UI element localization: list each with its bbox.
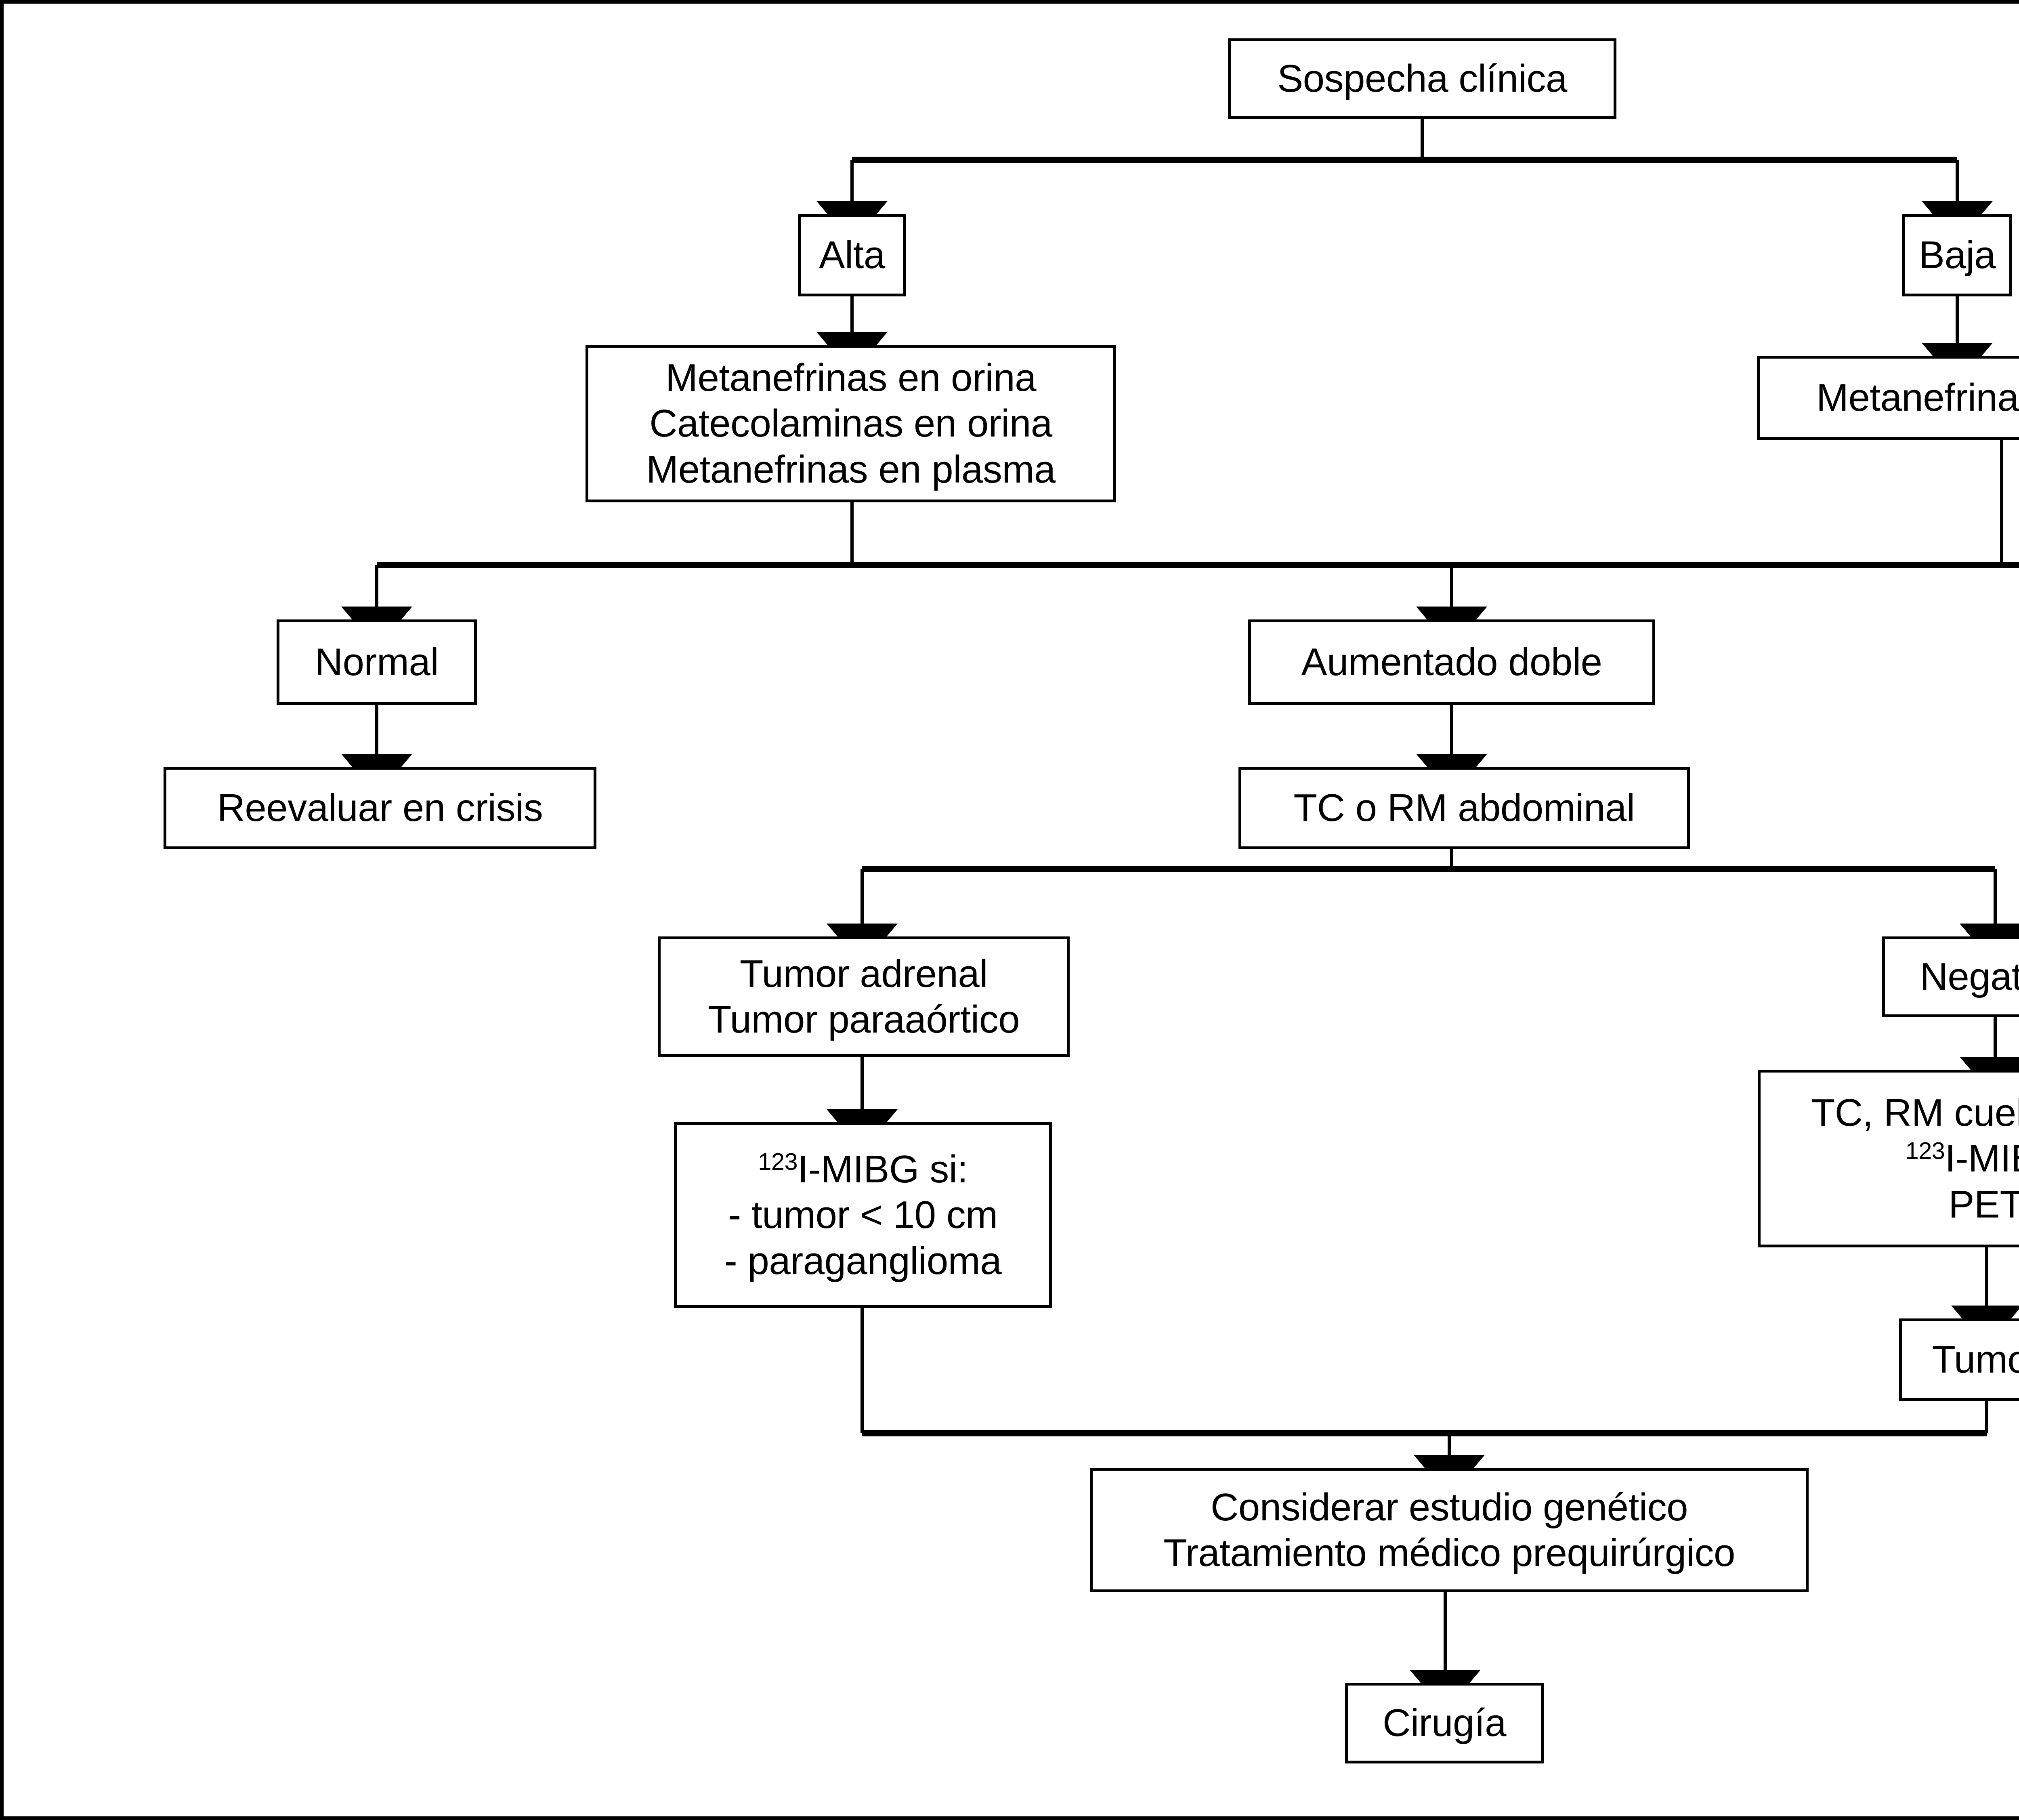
node-normal-izquierda[interactable]: Normal	[277, 619, 477, 705]
node-reevaluar-en-crisis[interactable]: Reevaluar en crisis	[164, 767, 596, 849]
node-label: Tumor	[1932, 1338, 2019, 1381]
node-considerar-estudio-genetico[interactable]: Considerar estudio genético Tratamiento …	[1090, 1468, 1809, 1592]
node-label-line-2: 123I-MIBG	[1905, 1137, 2019, 1180]
node-label-line-1: Tumor adrenal	[739, 952, 988, 995]
node-negativo[interactable]: Negativo	[1882, 936, 2019, 1017]
node-label: Reevaluar en crisis	[217, 786, 543, 830]
node-label: Sospecha clínica	[1277, 57, 1567, 101]
node-label: Baja	[1918, 233, 1996, 277]
node-label: TC o RM abdominal	[1293, 786, 1635, 830]
node-label-line-2: Catecolaminas en orina	[649, 402, 1052, 445]
node-label: Negativo	[1920, 955, 2019, 999]
node-label-line-3: PET	[1948, 1182, 2019, 1226]
node-label-line-1: Considerar estudio genético	[1211, 1485, 1688, 1529]
node-label-line-1: Metanefrinas en orina	[665, 356, 1037, 400]
node-label: Alta	[819, 233, 885, 277]
node-label-line-2: Tumor paraaórtico	[707, 998, 1020, 1041]
node-tc-o-rm-abdominal[interactable]: TC o RM abdominal	[1238, 767, 1690, 849]
node-baja[interactable]: Baja	[1902, 214, 2012, 296]
node-label-line-2: - tumor < 10 cm	[728, 1193, 998, 1237]
node-label: Metanefrinas en orina	[1816, 376, 2019, 420]
node-label: Normal	[315, 640, 439, 684]
node-tc-rm-cuello-torax[interactable]: TC, RM cuello, tórax 123I-MIBG PET	[1758, 1070, 2019, 1247]
node-alta[interactable]: Alta	[798, 214, 906, 296]
node-imibg-si[interactable]: 123I-MIBG si: - tumor < 10 cm - paragang…	[674, 1122, 1052, 1308]
node-panel-bioquimico-alta[interactable]: Metanefrinas en orina Catecolaminas en o…	[586, 345, 1116, 502]
node-aumentado-doble[interactable]: Aumentado doble	[1248, 619, 1655, 705]
node-label: Aumentado doble	[1301, 640, 1602, 684]
node-cirugia[interactable]: Cirugía	[1345, 1683, 1544, 1763]
node-metanefrinas-orina-baja[interactable]: Metanefrinas en orina	[1757, 356, 2019, 440]
node-label-line-3: Metanefrinas en plasma	[646, 447, 1056, 491]
node-tumor-adrenal-paraaortico[interactable]: Tumor adrenal Tumor paraaórtico	[658, 936, 1070, 1057]
node-label: Cirugía	[1383, 1701, 1506, 1745]
node-sospecha-clinica[interactable]: Sospecha clínica	[1228, 38, 1616, 119]
node-label-line-1: 123I-MIBG si:	[758, 1148, 968, 1191]
node-label-line-1: TC, RM cuello, tórax	[1811, 1091, 2019, 1135]
node-tumor[interactable]: Tumor	[1899, 1318, 2019, 1401]
node-label-line-2: Tratamiento médico prequirúrgico	[1163, 1531, 1735, 1574]
node-label-line-3: - paraganglioma	[724, 1239, 1002, 1283]
